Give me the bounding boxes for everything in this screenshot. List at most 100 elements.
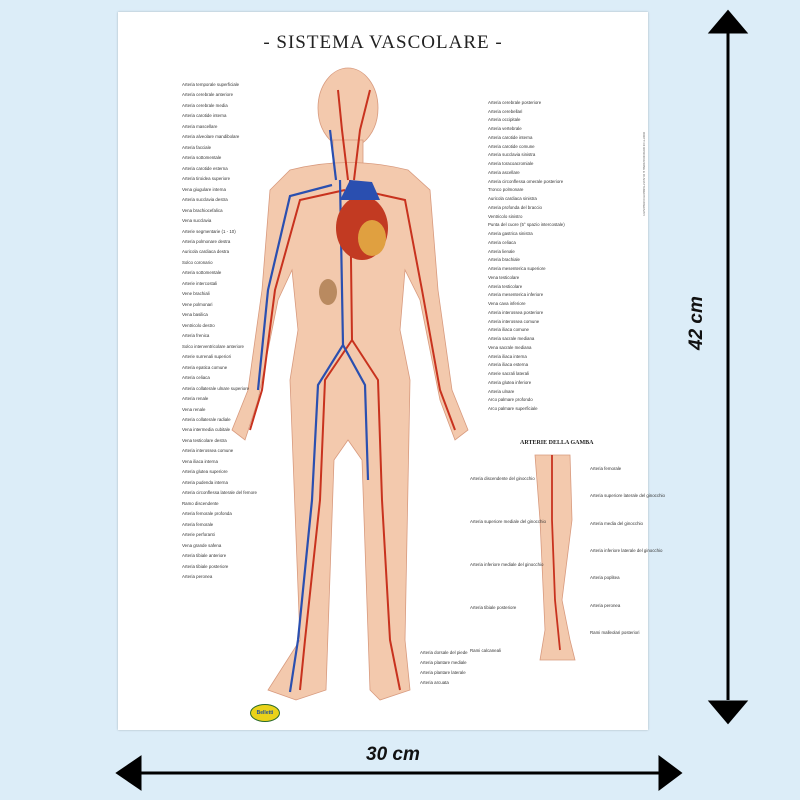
callout-label: Solco coronario (182, 259, 213, 265)
leg-artery (551, 455, 561, 651)
callout-label: Arteria renale (182, 396, 209, 402)
callout-label: Arteria iliaca interna (488, 353, 527, 359)
callout-label: Arteria celiaca (488, 239, 516, 245)
leg-inset-title: ARTERIE DELLA GAMBA (520, 440, 594, 446)
callout-label: Vena cava inferiore (488, 301, 526, 307)
callout-label: Vena iliaca interna (182, 458, 218, 464)
callout-label: Arteria succlavia sinistra (488, 152, 536, 158)
callout-label: Arteria iliaca esterna (488, 362, 529, 368)
body-figure (231, 67, 469, 701)
callout-label: Arteria superiore laterale del ginocchio (590, 493, 665, 499)
callout-label: Arteria cerebellari (488, 108, 523, 114)
callout-label: Arteria femorale (182, 521, 214, 527)
callout-label: Arteria interossea posteriore (488, 309, 544, 315)
callout-label: Auricola cardiaca destra (182, 249, 230, 255)
callout-label: Arteria temporale superficiale (182, 82, 240, 87)
callout-label: Arteria lienale (488, 248, 515, 254)
callout-label: Solco interventricolare anteriore (182, 343, 244, 349)
callout-label: Arteria epatica comune (182, 364, 228, 370)
callout-label: Arterie segmentarie (1 - 10) (182, 228, 236, 234)
heart (336, 180, 388, 260)
callout-label: Arteria ulnare (488, 388, 515, 394)
width-label: 30 cm (366, 744, 420, 765)
callout-label: Arteria peronea (182, 574, 213, 579)
arteries (249, 89, 456, 691)
callout-label: Arteria poplitea (590, 575, 620, 581)
callout-label: Arteria brachiale (488, 257, 520, 263)
callout-label: Arteria alveolare mandibolare (182, 134, 240, 140)
callout-label: Vena testicolare destra (182, 437, 227, 443)
callout-label: Arteria peronea (590, 602, 621, 608)
callout-label: Arteria tibiale posteriore (182, 563, 229, 569)
callout-label: Arteria ascellare (488, 169, 520, 175)
callout-label: Arteria cerebrale media (182, 102, 228, 108)
callout-label: Arteria carotide esterna (182, 165, 228, 171)
callout-label: Arteria arcuata (420, 680, 449, 685)
callout-label: Arteria occipitale (488, 117, 521, 123)
callout-label: Arteria carotide interna (488, 134, 533, 140)
callout-label: Arteria femorale profonda (182, 511, 232, 517)
callout-label: Ramo discendente (182, 500, 219, 506)
height-arrow (707, 9, 749, 725)
callout-label: Arteria plantare mediale (420, 660, 467, 665)
callout-label: Arteria gastrica sinistra (488, 231, 533, 237)
callout-label: Arteria circonflessa omerale posteriore (488, 178, 564, 184)
callout-label: Arteria celiaca (182, 375, 210, 381)
callout-label: Vene brachiali (182, 291, 210, 297)
callout-label: Arco palmare superficiale (488, 406, 538, 411)
callout-label: Arteria profonda del braccio (488, 204, 542, 210)
poster-side-text: DIRITTI DI RIPRODUZIONE E DI ADATTAMENTO… (642, 132, 646, 216)
callout-label: Vena basilica (182, 312, 208, 318)
callout-label: Arteria frenica (182, 333, 210, 339)
callout-label: Arco palmare profondo (488, 397, 533, 403)
callout-label: Arteria dorsale del piede (420, 650, 468, 655)
callout-label: Arteria circonflessa laterale del femore (182, 490, 257, 496)
callout-label: Arteria inferiore mediale del ginocchio (470, 562, 544, 567)
callout-label: Arteria iliaca comune (488, 327, 529, 333)
width-arrow (115, 755, 683, 791)
callout-label: Vene polmonari (182, 301, 213, 307)
callout-label: Arteria succlavia destra (182, 197, 228, 203)
brand-logo: Belletti (250, 704, 280, 722)
callout-label: Arteria sottomentale (182, 155, 222, 161)
callout-label: Arteria mesenterica inferiore (488, 292, 544, 298)
callout-label: Arteria femorale (590, 466, 622, 471)
callout-label: Auricola cardiaca sinistra (488, 196, 537, 202)
callout-label: Arteria sacrale mediana (488, 336, 535, 342)
callout-label: Arterie perforanti (182, 532, 215, 538)
callout-label: Arteria facciale (182, 144, 212, 150)
callout-label: Arteria collaterale radiale (182, 416, 231, 422)
callout-label: Arteria interossea comune (182, 448, 234, 454)
callout-label: Arteria collaterale ulnare superiore (182, 385, 250, 391)
callout-label: Arteria media del ginocchio (590, 520, 643, 526)
veins (256, 129, 370, 693)
callout-label: Ventricolo destro (182, 322, 215, 328)
callout-label: Vena grande safena (182, 542, 222, 548)
callout-label: Arteria plantare laterale (420, 670, 466, 675)
callout-label: Arteria discendente del ginocchio (470, 476, 535, 481)
callout-label: Arteria pudenda interna (182, 479, 228, 485)
callout-label: Vena sacrale mediana (488, 344, 532, 350)
leg-inset (534, 454, 576, 661)
callout-label: Arteria tiroidea superiore (182, 176, 231, 182)
callout-label: Vena testicolare (488, 274, 520, 280)
poster-title: - SISTEMA VASCOLARE - (263, 32, 503, 53)
callout-label: Arteria cerebrale anteriore (182, 92, 234, 98)
callout-label: Arteria carotide comune (488, 143, 535, 149)
callout-label: Arteria vertebrale (488, 126, 522, 132)
callout-label: Arterie sacrali laterali (488, 371, 529, 377)
callout-label: Vena renale (182, 406, 206, 412)
callout-label: Arteria glutea superiore (182, 469, 228, 475)
callout-label: Arterie surrenali superiori (182, 354, 232, 360)
callout-label: Arteria carotide interna (182, 113, 227, 119)
callout-label: Arteria mesenterica superiore (488, 266, 546, 272)
callout-label: Vena intermedia cubitale (182, 427, 231, 433)
callout-label: Arteria cerebrale posteriore (488, 100, 542, 105)
callout-label: Rami calcaneali (470, 648, 501, 653)
callout-label: Arteria sottomentale (182, 270, 222, 276)
callout-label: Arteria testicolare (488, 283, 523, 289)
callout-label: Ventricolo sinistro (488, 213, 523, 219)
callout-label: Arteria tibiale anteriore (182, 553, 227, 559)
callout-label: Punta del cuore (5° spazio intercostale) (488, 222, 565, 228)
